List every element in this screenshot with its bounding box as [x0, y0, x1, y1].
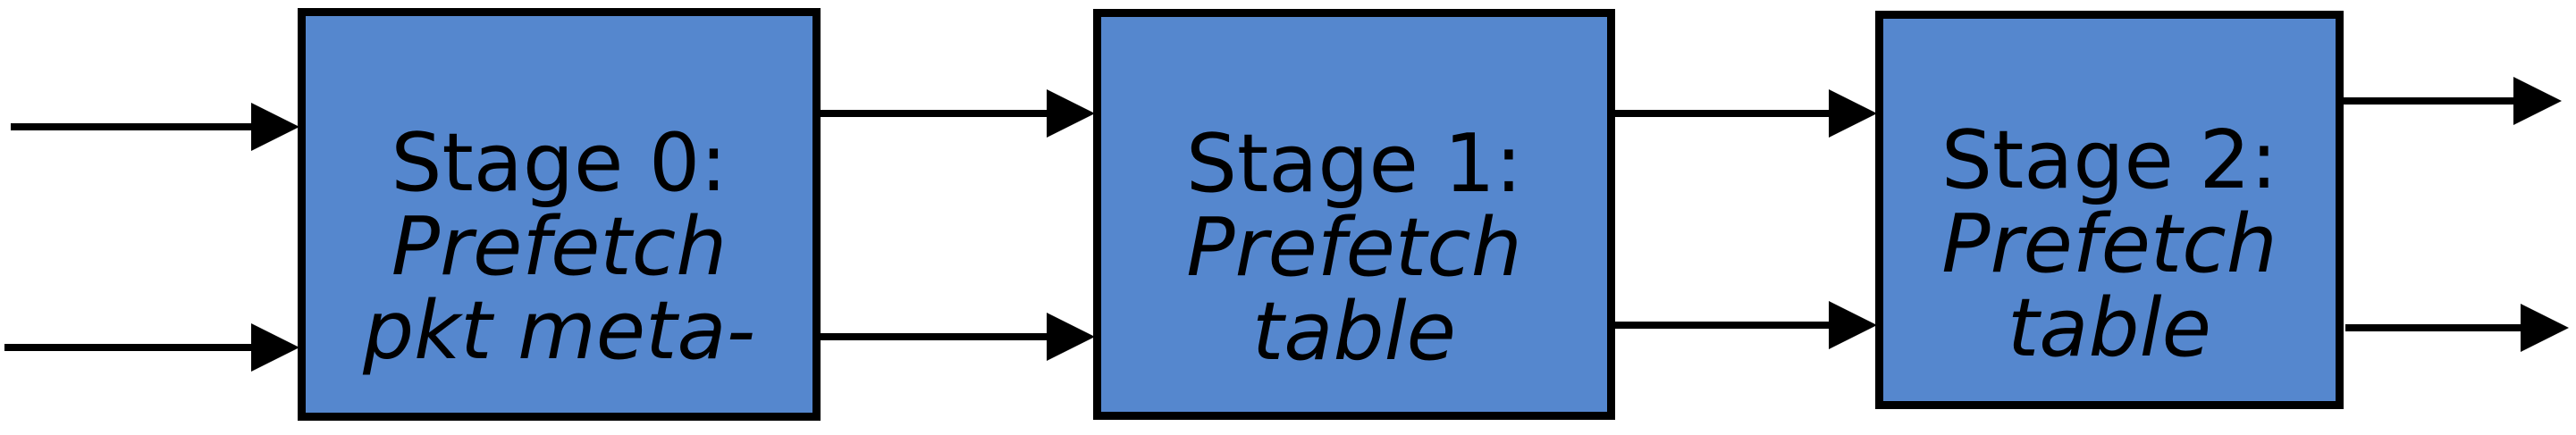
- stage2-title: Stage 2:: [1940, 113, 2278, 207]
- arrow-output-top: [2340, 77, 2562, 125]
- stage1-box: Stage 1: Prefetch table: [1093, 9, 1615, 420]
- stage1-title: Stage 1:: [1185, 117, 1523, 211]
- stage2-box: Stage 2: Prefetch table: [1875, 11, 2344, 409]
- arrow-stage1-to-stage2-bottom: [1612, 301, 1877, 349]
- arrow-stage0-to-stage1-bottom: [813, 313, 1095, 361]
- stage0-title: Stage 0:: [391, 116, 728, 210]
- arrow-output-bottom: [2345, 304, 2569, 352]
- arrow-stage1-to-stage2-top: [1612, 89, 1877, 138]
- arrow-input-bottom: [4, 323, 299, 372]
- stage2-subtitle: Prefetch table: [1941, 197, 2277, 375]
- stage0-subtitle: Prefetch pkt meta-: [362, 200, 756, 378]
- stage1-subtitle: Prefetch table: [1186, 201, 1522, 379]
- stage0-box: Stage 0: Prefetch pkt meta-: [298, 8, 821, 421]
- arrow-input-top: [11, 103, 299, 151]
- arrow-stage0-to-stage1-top: [817, 89, 1095, 138]
